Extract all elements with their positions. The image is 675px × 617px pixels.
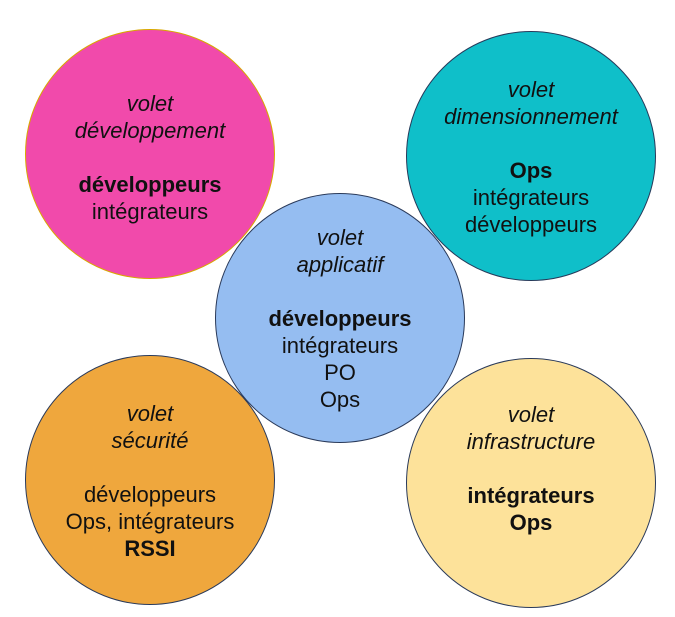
role-label: Ops (319, 387, 361, 412)
role-label: développeurs (78, 172, 222, 197)
circle-volet-securite: volet sécurité développeurs Ops, intégra… (25, 355, 275, 605)
circle-title-line1: volet (316, 225, 364, 250)
circle-title-line2: infrastructure (466, 429, 596, 454)
role-label: développeurs (83, 482, 217, 507)
role-label: intégrateurs (281, 333, 399, 358)
circle-title-line1: volet (507, 402, 555, 427)
circle-volet-applicatif: volet applicatif développeurs intégrateu… (215, 193, 465, 443)
role-label: Ops, intégrateurs (65, 509, 235, 534)
role-label: intégrateurs (467, 483, 595, 508)
role-label: PO (324, 360, 356, 385)
role-label: RSSI (124, 536, 176, 561)
circle-title-line1: volet (126, 401, 174, 426)
circle-title-line1: volet (507, 77, 555, 102)
role-label: intégrateurs (472, 185, 590, 210)
circle-title-line1: volet (126, 91, 174, 116)
circle-volet-infrastructure: volet infrastructure intégrateurs Ops (406, 358, 656, 608)
circle-title-line2: sécurité (111, 428, 189, 453)
circle-title-line2: dimensionnement (444, 104, 618, 129)
role-label: intégrateurs (91, 199, 209, 224)
circle-volet-dimensionnement: volet dimensionnement Ops intégrateurs d… (406, 31, 656, 281)
circle-volet-developpement: volet développement développeurs intégra… (25, 29, 275, 279)
role-label: Ops (509, 510, 553, 535)
role-label: développeurs (268, 306, 412, 331)
circle-title-line2: développement (74, 118, 226, 143)
role-label: développeurs (464, 212, 598, 237)
role-label: Ops (509, 158, 553, 183)
circle-title-line2: applicatif (296, 252, 384, 277)
